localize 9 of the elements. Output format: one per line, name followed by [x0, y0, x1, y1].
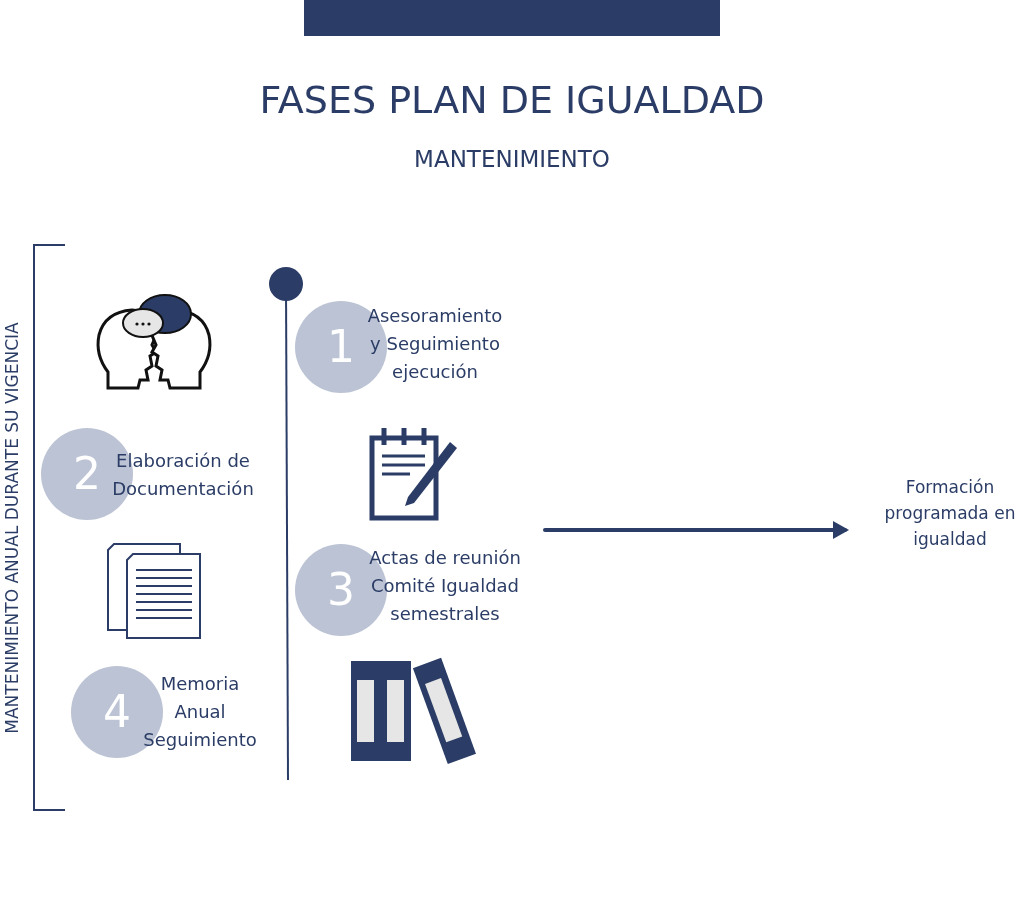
arrow	[543, 521, 849, 539]
vertical-label: MANTENIMIENTO ANUAL DURANTE SU VIGENCIA	[2, 321, 22, 736]
subtitle: MANTENIMIENTO	[413, 146, 611, 172]
step-text: Elaboración de Documentación	[111, 449, 255, 501]
target-text: Formación programada en igualdad	[883, 476, 1017, 551]
step-text: Actas de reunión Comité Igualdad semestrales	[368, 546, 522, 626]
step-text: Asesoramiento y Seguimiento ejecución	[366, 304, 504, 384]
step-text: Memoria Anual Seguimiento	[142, 672, 258, 752]
title: FASES PLAN DE IGUALDAD	[258, 78, 766, 122]
